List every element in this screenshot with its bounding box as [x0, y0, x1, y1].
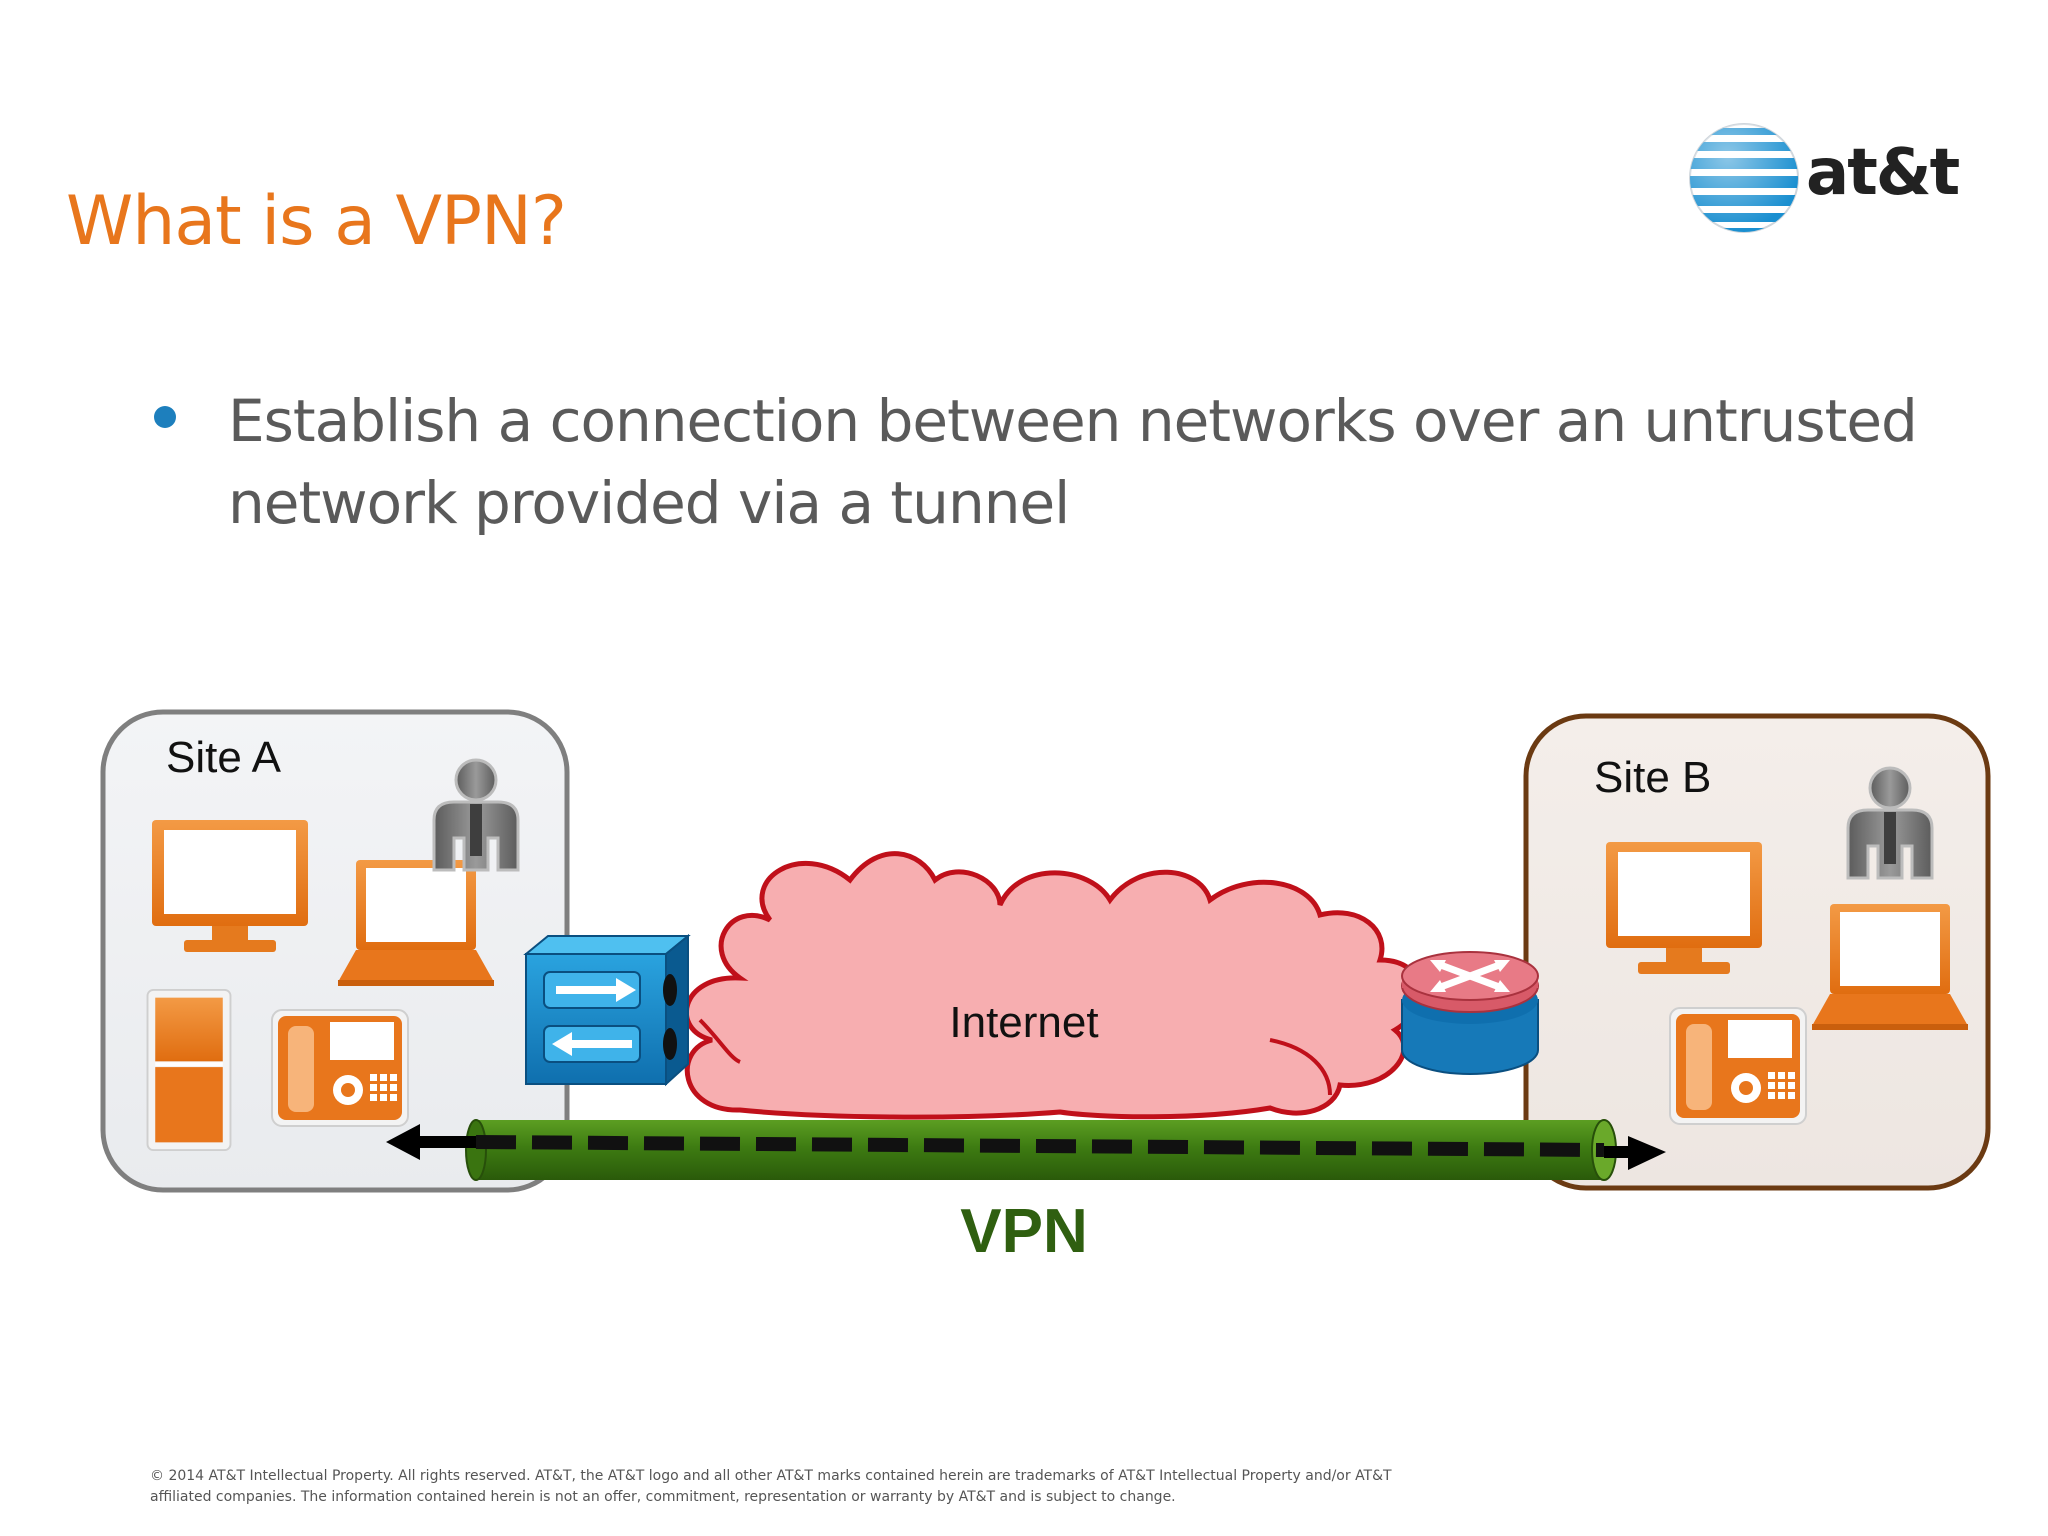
bullet-dot	[154, 406, 176, 428]
router-icon	[1401, 951, 1539, 1075]
internet-cloud: Internet	[684, 851, 1422, 1120]
laptop-icon	[1812, 904, 1968, 1030]
desk-phone-icon	[271, 1009, 409, 1127]
arrow-right-icon	[1604, 1136, 1666, 1170]
bullet-text: Establish a connection between networks …	[228, 387, 1918, 537]
site-a-box: Site A	[100, 709, 570, 1193]
laptop-icon	[338, 860, 494, 986]
slide-title: What is a VPN?	[66, 182, 567, 261]
vpn-label: VPN	[960, 1197, 1087, 1266]
site-b-box: Site B	[1523, 713, 1991, 1191]
server-tower-icon	[145, 988, 233, 1152]
site-b-label: Site B	[1594, 753, 1711, 802]
site-a-label: Site A	[166, 733, 282, 782]
att-logo: at&t	[1686, 118, 1960, 238]
att-logo-text: at&t	[1806, 136, 1960, 210]
internet-label: Internet	[949, 998, 1098, 1047]
footer-copyright: © 2014 AT&T Intellectual Property. All r…	[150, 1466, 1450, 1508]
arrow-left-icon	[386, 1124, 476, 1160]
desk-phone-icon	[1669, 1007, 1807, 1125]
footer-line-2: affiliated companies. The information co…	[150, 1489, 1176, 1505]
vpn-tunnel	[465, 1119, 1617, 1181]
firewall-icon	[523, 933, 691, 1087]
att-globe-icon	[1689, 123, 1799, 233]
footer-line-1: © 2014 AT&T Intellectual Property. All r…	[150, 1468, 1392, 1484]
